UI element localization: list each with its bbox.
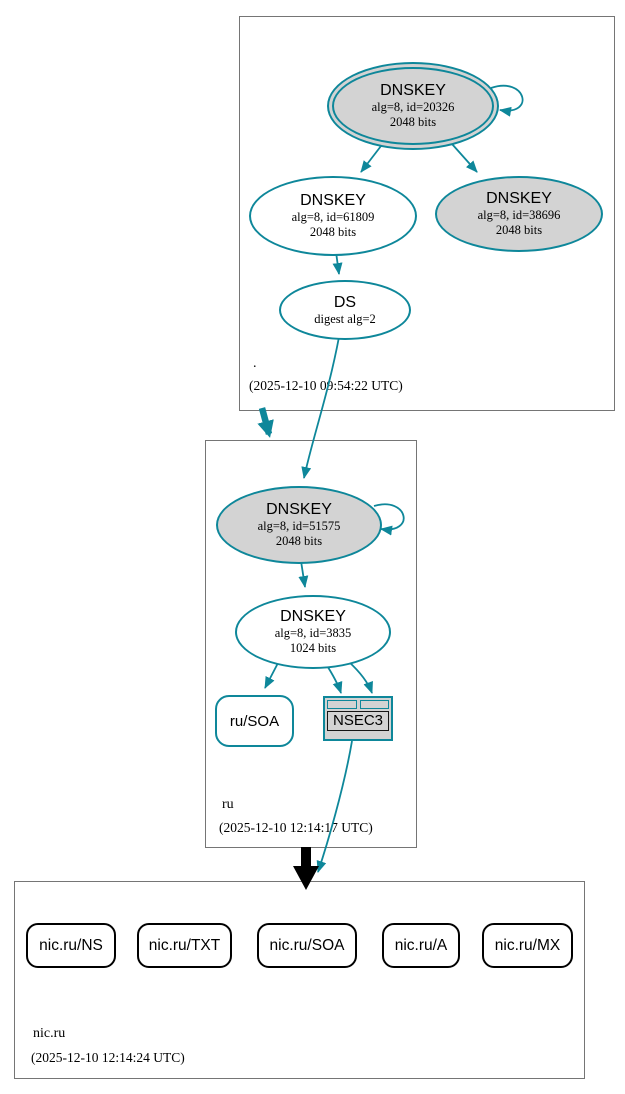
node-nic-ru-txt-rrset[interactable]: nic.ru/TXT <box>137 923 232 968</box>
nsec3-cell-right <box>359 700 389 709</box>
dnskey-title: DNSKEY <box>280 608 346 625</box>
node-root-ksk-dnskey-20326[interactable]: DNSKEY alg=8, id=20326 2048 bits <box>327 62 499 150</box>
node-ru-nsec3[interactable]: NSEC3 <box>323 696 393 741</box>
zone-timestamp-ru: (2025-12-10 12:14:17 UTC) <box>219 820 373 835</box>
zone-label-nic-ru: nic.ru <box>33 1026 66 1041</box>
node-nic-ru-mx-rrset[interactable]: nic.ru/MX <box>482 923 573 968</box>
edge-delegation-root-to-ru <box>257 407 274 438</box>
zone-timestamp-nic-ru: (2025-12-10 12:14:24 UTC) <box>31 1050 185 1065</box>
ds-digest-alg: digest alg=2 <box>314 311 376 326</box>
dnskey-alg-id: alg=8, id=61809 <box>291 210 375 224</box>
dnskey-bits: 2048 bits <box>389 115 437 129</box>
zone-box-root <box>239 16 615 411</box>
dnskey-bits: 1024 bits <box>289 641 337 655</box>
nsec3-header-row <box>327 700 389 709</box>
node-nic-ru-soa-rrset[interactable]: nic.ru/SOA <box>257 923 357 968</box>
dnskey-alg-id: alg=8, id=20326 <box>371 100 455 114</box>
node-ru-soa-rrset[interactable]: ru/SOA <box>215 695 294 747</box>
rrset-label: nic.ru/A <box>394 936 448 954</box>
nsec3-cell-left <box>327 700 357 709</box>
dnskey-title: DNSKEY <box>380 82 446 99</box>
dnskey-title: DNSKEY <box>486 190 552 207</box>
dnskey-title: DNSKEY <box>300 192 366 209</box>
rrset-label: nic.ru/TXT <box>148 936 221 954</box>
nsec3-label: NSEC3 <box>327 711 389 731</box>
zone-label-root: . <box>253 356 257 371</box>
ds-title: DS <box>333 293 357 311</box>
rrset-label: ru/SOA <box>229 712 280 730</box>
dnskey-alg-id: alg=8, id=3835 <box>274 626 352 640</box>
node-ru-ksk-dnskey-51575[interactable]: DNSKEY alg=8, id=51575 2048 bits <box>216 486 382 564</box>
node-nic-ru-a-rrset[interactable]: nic.ru/A <box>382 923 460 968</box>
node-root-ds[interactable]: DS digest alg=2 <box>279 280 411 340</box>
dnskey-bits: 2048 bits <box>495 223 543 237</box>
zone-label-ru: ru <box>222 797 234 812</box>
node-ru-zsk-dnskey-3835[interactable]: DNSKEY alg=8, id=3835 1024 bits <box>235 595 391 669</box>
node-root-dnskey-38696[interactable]: DNSKEY alg=8, id=38696 2048 bits <box>435 176 603 252</box>
dnskey-bits: 2048 bits <box>275 534 323 548</box>
rrset-label: nic.ru/MX <box>494 936 561 954</box>
dnskey-alg-id: alg=8, id=38696 <box>477 208 561 222</box>
dnskey-bits: 2048 bits <box>309 225 357 239</box>
zone-timestamp-root: (2025-12-10 09:54:22 UTC) <box>249 378 403 393</box>
node-root-zsk-dnskey-61809[interactable]: DNSKEY alg=8, id=61809 2048 bits <box>249 176 417 256</box>
node-nic-ru-ns-rrset[interactable]: nic.ru/NS <box>26 923 116 968</box>
dnskey-alg-id: alg=8, id=51575 <box>257 519 341 533</box>
rrset-label: nic.ru/NS <box>39 936 103 954</box>
dnskey-title: DNSKEY <box>266 501 332 518</box>
rrset-label: nic.ru/SOA <box>269 936 345 954</box>
